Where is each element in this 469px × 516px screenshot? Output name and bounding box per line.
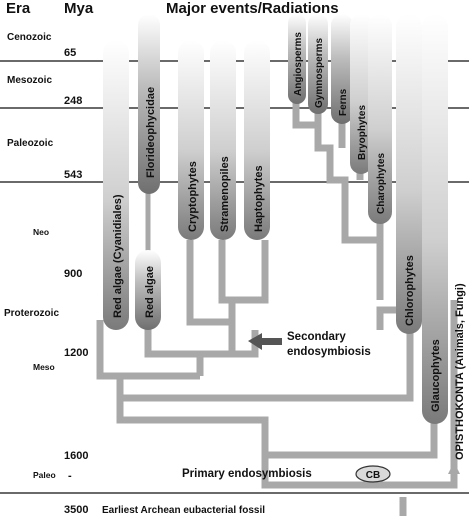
era-meso: Meso xyxy=(33,362,55,372)
label-gymnosperms: Gymnosperms xyxy=(314,38,325,108)
label-red-algae: Red algae xyxy=(144,266,156,318)
label-florideophycidae: Florideophycidae xyxy=(145,87,157,178)
header-mya: Mya xyxy=(64,0,94,17)
era-proterozoic: Proterozoic xyxy=(4,308,59,319)
era-paleo: Paleo xyxy=(33,470,56,480)
label-bryophytes: Bryophytes xyxy=(357,105,368,160)
mya-dash: - xyxy=(68,470,72,482)
header-events: Major events/Radiations xyxy=(166,0,339,17)
tube-charophytes xyxy=(368,14,392,224)
mya-65: 65 xyxy=(64,47,76,59)
tube-chlorophytes xyxy=(396,14,422,334)
cb-label: CB xyxy=(366,470,380,481)
label-chlorophytes: Chlorophytes xyxy=(404,255,416,326)
cb-marker xyxy=(355,465,391,483)
label-endosymbiosis: endosymbiosis xyxy=(287,346,371,358)
lineage-tubes xyxy=(103,14,448,424)
label-earliest-fossil: Earliest Archean eubacterial fossil xyxy=(102,505,265,516)
opisthokonta-arrowhead xyxy=(448,462,460,474)
label-haptophytes: Haptophytes xyxy=(253,165,265,232)
label-glaucophytes: Glaucophytes xyxy=(430,339,442,412)
label-angiosperms: Angiosperms xyxy=(293,32,304,96)
tube-angiosperms xyxy=(288,14,306,104)
mya-1200: 1200 xyxy=(64,347,88,359)
tube-haptophytes xyxy=(244,40,270,240)
header-era: Era xyxy=(6,0,31,17)
label-red-algae-cyanidiales: Red algae (Cyanidiales) xyxy=(112,194,124,318)
label-primary-endosymbiosis: Primary endosymbiosis xyxy=(182,468,312,480)
tube-florideophycidae xyxy=(138,14,160,194)
tube-red-algae xyxy=(135,250,161,330)
secondary-arrow xyxy=(248,333,282,350)
tube-stramenopiles xyxy=(210,40,236,240)
mya-900: 900 xyxy=(64,268,82,280)
era-paleozoic: Paleozoic xyxy=(7,138,54,149)
mya-1600: 1600 xyxy=(64,450,88,462)
label-charophytes: Charophytes xyxy=(376,152,387,214)
tube-glaucophytes xyxy=(422,14,448,424)
label-opisthokonta: OPISTHOKONTA (Animals, Fungi) xyxy=(454,283,466,460)
tube-gymnosperms xyxy=(308,14,328,114)
label-stramenopiles: Stramenopiles xyxy=(219,156,231,232)
tube-red-algae-cyanidiales xyxy=(103,40,129,330)
era-neo: Neo xyxy=(33,227,49,237)
tube-cryptophytes xyxy=(178,40,204,240)
mya-543: 543 xyxy=(64,169,82,181)
mya-3500: 3500 xyxy=(64,504,88,516)
tube-bryophytes xyxy=(350,14,372,174)
label-cryptophytes: Cryptophytes xyxy=(187,161,199,232)
tube-ferns xyxy=(331,14,353,124)
label-ferns: Ferns xyxy=(338,88,349,116)
era-mesozoic: Mesozoic xyxy=(7,75,52,86)
mya-248: 248 xyxy=(64,95,82,107)
label-secondary: Secondary xyxy=(287,331,346,343)
era-cenozoic: Cenozoic xyxy=(7,32,52,43)
